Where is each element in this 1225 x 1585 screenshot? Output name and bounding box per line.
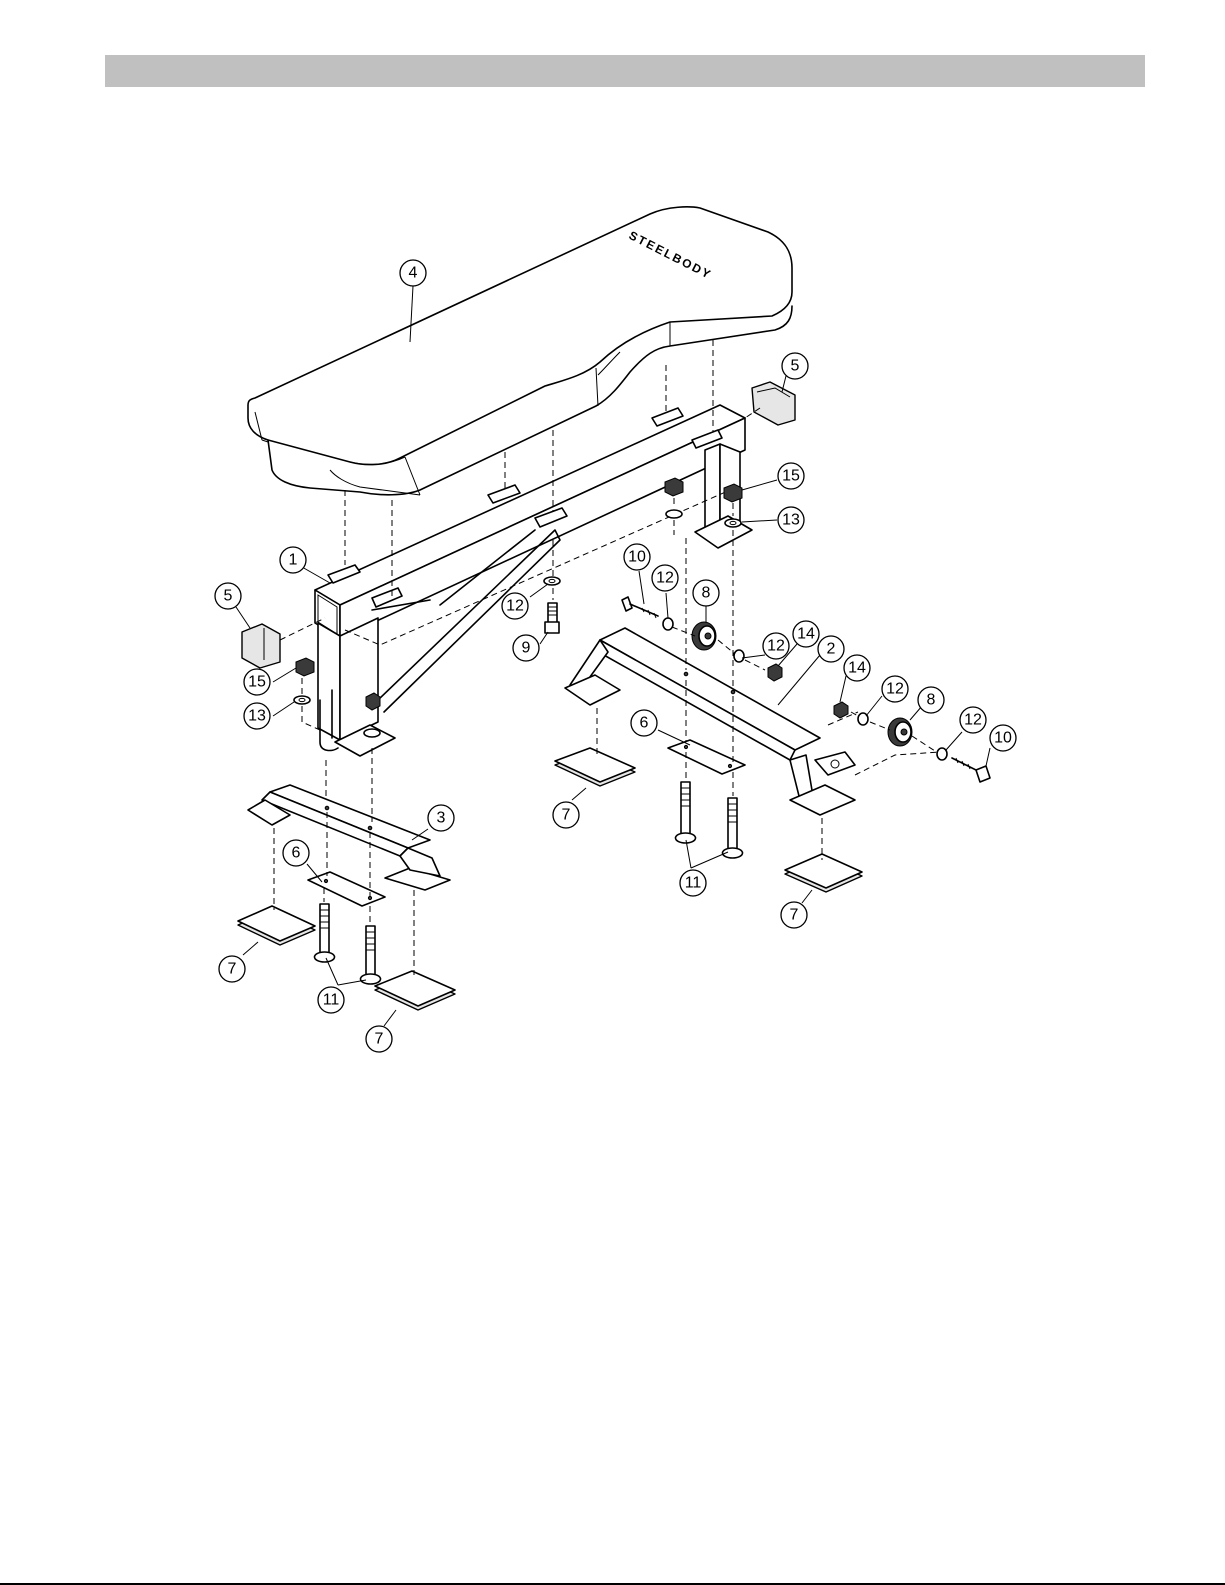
svg-text:12: 12 [886,681,904,698]
svg-text:8: 8 [702,585,711,602]
callout-11: 11 [680,870,706,896]
svg-text:11: 11 [323,992,340,1009]
svg-text:15: 15 [782,468,800,485]
callout-10: 10 [624,544,650,570]
callout-14: 14 [844,655,870,681]
callout-4: 4 [400,260,426,286]
svg-text:7: 7 [228,961,237,978]
svg-text:12: 12 [767,638,785,655]
svg-text:1: 1 [289,552,298,569]
callout-12: 12 [763,633,789,659]
long-bolts [315,782,743,984]
svg-text:12: 12 [506,598,524,615]
callout-5: 5 [215,583,241,609]
callout-11: 11 [318,987,344,1013]
callout-13: 13 [778,507,804,533]
callout-12: 12 [652,565,678,591]
callout-8: 8 [693,580,719,606]
svg-text:3: 3 [437,810,446,827]
callout-10: 10 [990,725,1016,751]
callout-9: 9 [513,635,539,661]
callout-12: 12 [502,593,528,619]
callout-7: 7 [553,802,579,828]
callout-3: 3 [428,805,454,831]
callout-7: 7 [219,956,245,982]
svg-text:4: 4 [409,265,418,282]
callout-13: 13 [244,703,270,729]
end-cap-left [242,624,280,668]
svg-text:5: 5 [224,588,233,605]
svg-text:6: 6 [640,715,649,732]
svg-text:7: 7 [790,907,799,924]
callout-12: 12 [882,676,908,702]
svg-text:5: 5 [791,358,800,375]
svg-text:14: 14 [848,660,866,677]
callout-6: 6 [631,710,657,736]
callout-1: 1 [280,547,306,573]
callout-5: 5 [782,353,808,379]
callout-14: 14 [793,621,819,647]
rear-base [565,628,855,815]
svg-text:11: 11 [685,875,702,892]
spacer-plate-front [308,872,385,906]
svg-text:13: 13 [248,708,266,725]
svg-text:12: 12 [656,570,674,587]
callout-15: 15 [778,463,804,489]
callout-6: 6 [283,840,309,866]
svg-text:14: 14 [797,626,815,643]
wheel-8-right [888,718,912,746]
callout-12: 12 [960,707,986,733]
callout-2: 2 [818,636,844,662]
svg-text:10: 10 [628,549,646,566]
callout-15: 15 [244,669,270,695]
front-base [248,785,450,890]
svg-text:9: 9 [522,640,531,657]
svg-text:2: 2 [827,641,836,658]
callout-8: 8 [918,687,944,713]
svg-text:15: 15 [248,674,266,691]
callout-7: 7 [366,1026,392,1052]
end-cap-right [752,382,795,425]
wheel-8-left [692,622,716,650]
svg-text:7: 7 [375,1031,384,1048]
svg-text:7: 7 [562,807,571,824]
svg-text:8: 8 [927,692,936,709]
svg-text:13: 13 [782,512,800,529]
svg-text:6: 6 [292,845,301,862]
callout-7: 7 [781,902,807,928]
svg-text:10: 10 [994,730,1012,747]
svg-text:12: 12 [964,712,982,729]
